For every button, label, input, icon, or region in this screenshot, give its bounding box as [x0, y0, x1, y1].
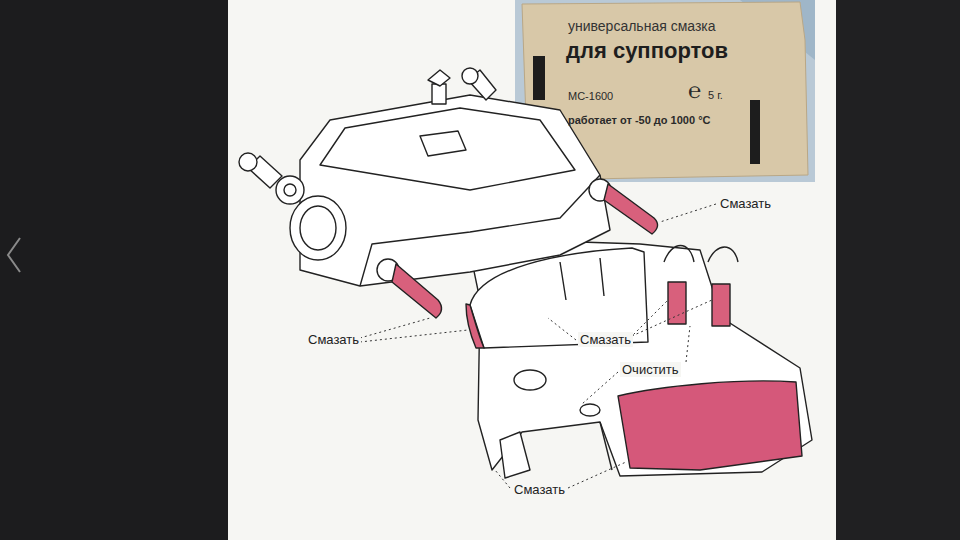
callout-label: Смазать	[306, 332, 361, 347]
callout-label: Смазать	[512, 482, 567, 497]
packet-text: работает от -50 до 1000 °С	[568, 114, 710, 126]
packet-text: 5 г.	[708, 89, 723, 101]
callout-label: Смазать	[578, 332, 633, 347]
lubricant-packet: универсальная смазка для суппортовМС-1600…	[522, 4, 804, 178]
packet-text: МС-1600	[568, 90, 613, 102]
packet-text: универсальная смазка	[568, 18, 716, 34]
packet-text: ℮	[688, 78, 701, 104]
callout-label: Смазать	[718, 196, 773, 211]
callout-label: Очистить	[620, 362, 681, 377]
packet-text: для суппортов	[566, 38, 728, 64]
